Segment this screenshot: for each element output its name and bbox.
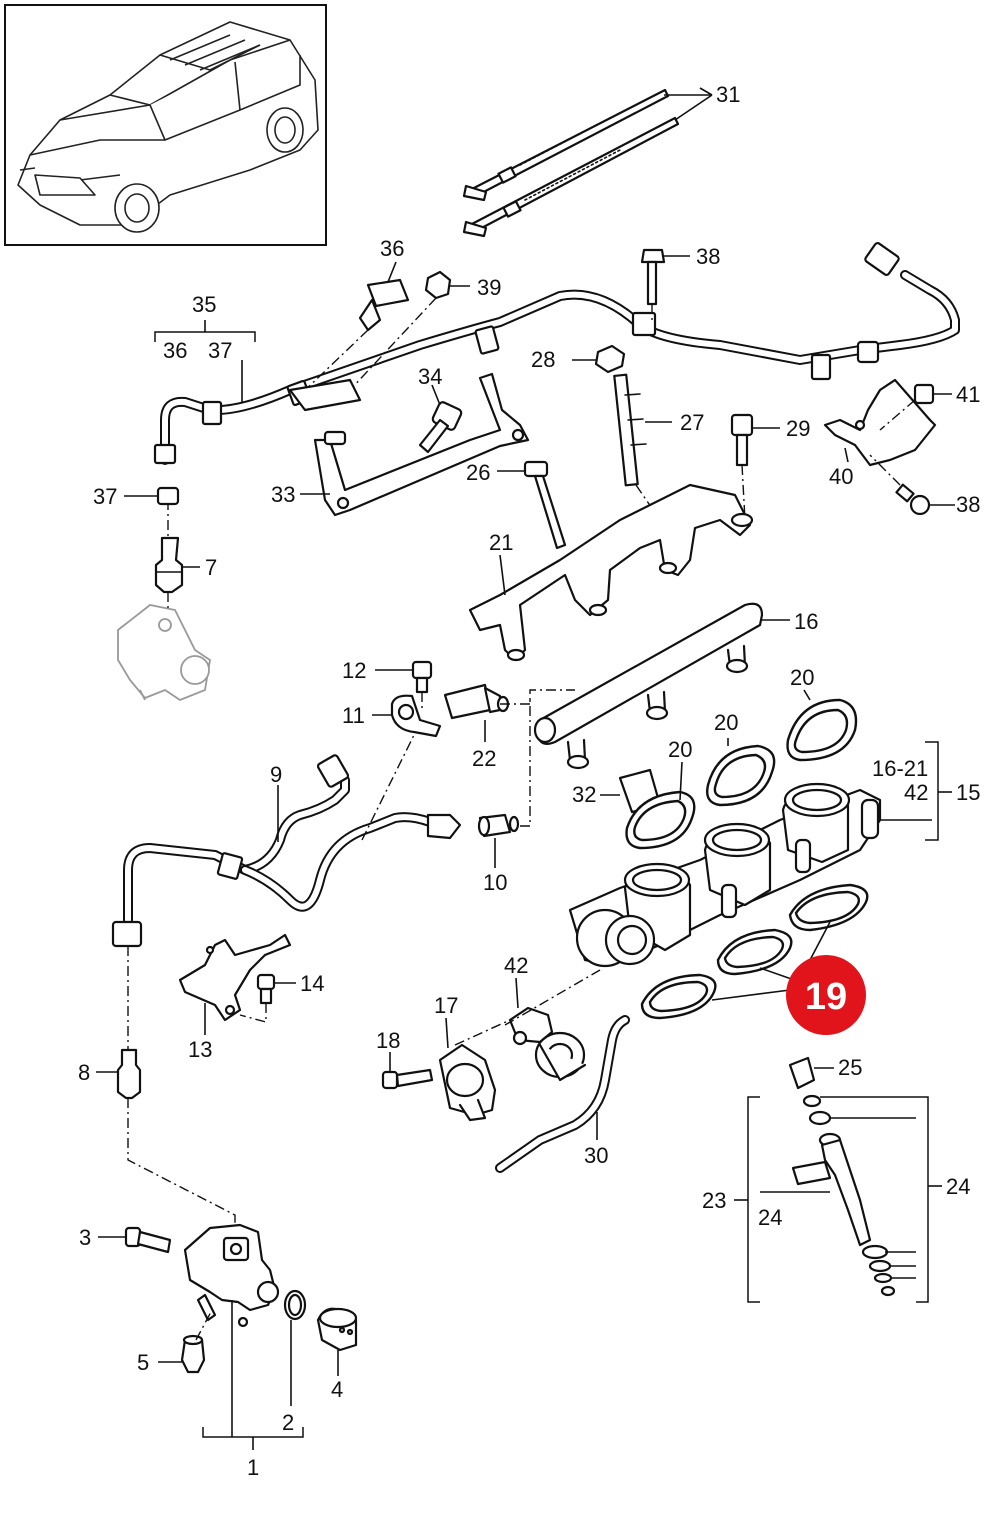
intake-manifold-15 bbox=[568, 782, 932, 968]
label-33: 33 bbox=[271, 482, 295, 507]
gaskets-20 bbox=[625, 689, 858, 850]
label-16: 16 bbox=[794, 609, 818, 634]
ghost-pump-top bbox=[117, 604, 211, 702]
label-5: 5 bbox=[137, 1350, 149, 1375]
bolt-14 bbox=[239, 973, 296, 1023]
label-42: 42 bbox=[504, 953, 528, 978]
label-38: 38 bbox=[696, 244, 720, 269]
label-20-low: 20 bbox=[668, 737, 692, 762]
label-2: 2 bbox=[282, 1410, 294, 1435]
label-38-lower: 38 bbox=[956, 492, 980, 517]
label-40: 40 bbox=[829, 464, 853, 489]
label-9: 9 bbox=[270, 762, 282, 787]
label-41: 41 bbox=[956, 382, 980, 407]
label-13: 13 bbox=[188, 1037, 212, 1062]
fitting-7 bbox=[154, 536, 200, 594]
high-pressure-pump-1 bbox=[183, 1223, 280, 1328]
fuel-hose-upper bbox=[153, 242, 960, 465]
label-36-sub: 36 bbox=[163, 338, 187, 363]
part-labels: 31 36 39 38 35 36 37 34 28 41 27 29 37 4… bbox=[78, 82, 980, 1480]
label-15: 15 bbox=[956, 780, 980, 805]
label-3: 3 bbox=[79, 1225, 91, 1250]
bolt-29 bbox=[730, 413, 780, 521]
label-32: 32 bbox=[572, 782, 596, 807]
label-34: 34 bbox=[418, 364, 442, 389]
label-23: 23 bbox=[702, 1188, 726, 1213]
sensor-17 bbox=[438, 1017, 511, 1122]
label-31: 31 bbox=[716, 82, 740, 107]
bracket-13 bbox=[178, 933, 292, 1035]
throttle-42 bbox=[504, 969, 601, 1082]
label-21: 21 bbox=[489, 530, 513, 555]
label-20-top: 20 bbox=[790, 665, 814, 690]
nut-28-stud-27 bbox=[572, 344, 672, 521]
label-30: 30 bbox=[584, 1143, 608, 1168]
gaskets-19 bbox=[640, 883, 869, 1020]
label-37-sub: 37 bbox=[208, 338, 232, 363]
label-20-mid: 20 bbox=[714, 710, 738, 735]
tappet-4 bbox=[316, 1307, 358, 1376]
label-42-group: 42 bbox=[904, 780, 928, 805]
label-17: 17 bbox=[434, 993, 458, 1018]
label-4: 4 bbox=[331, 1377, 343, 1402]
clamp-11 bbox=[372, 694, 442, 738]
label-1: 1 bbox=[247, 1455, 259, 1480]
highlight-callout-19[interactable]: 19 bbox=[786, 955, 866, 1035]
label-22: 22 bbox=[472, 746, 496, 771]
label-27: 27 bbox=[680, 410, 704, 435]
group-brackets bbox=[154, 87, 952, 1450]
callout-label: 19 bbox=[805, 976, 847, 1018]
o-ring-2 bbox=[283, 1289, 307, 1406]
label-10: 10 bbox=[483, 870, 507, 895]
bolt-34 bbox=[418, 384, 463, 454]
fuel-pipe-9 bbox=[111, 754, 462, 948]
injector-23 bbox=[791, 1094, 896, 1297]
bolt-38-lower bbox=[869, 454, 955, 516]
label-36: 36 bbox=[380, 236, 404, 261]
label-25: 25 bbox=[838, 1055, 862, 1080]
label-24-inner: 24 bbox=[758, 1205, 782, 1230]
bolt-3 bbox=[98, 1226, 172, 1254]
bolt-41 bbox=[879, 383, 952, 431]
fitting-5 bbox=[158, 1309, 213, 1374]
label-7: 7 bbox=[205, 555, 217, 580]
cable-ties-part bbox=[462, 88, 680, 238]
sensor-22 bbox=[443, 683, 510, 742]
bolt-12 bbox=[375, 660, 433, 712]
label-12: 12 bbox=[342, 658, 366, 683]
label-28: 28 bbox=[531, 347, 555, 372]
bracket-33 bbox=[288, 372, 530, 517]
injector-bracket bbox=[734, 1096, 942, 1303]
label-29: 29 bbox=[786, 416, 810, 441]
vehicle-thumbnail bbox=[4, 4, 327, 246]
label-26: 26 bbox=[466, 460, 490, 485]
label-39: 39 bbox=[477, 275, 501, 300]
label-14: 14 bbox=[300, 971, 324, 996]
bolt-26 bbox=[497, 460, 567, 550]
hose-30 bbox=[495, 1015, 630, 1173]
nut-39 bbox=[349, 270, 470, 391]
callout-circle bbox=[786, 955, 866, 1035]
label-24: 24 bbox=[946, 1174, 970, 1199]
label-18: 18 bbox=[376, 1028, 400, 1053]
fuel-rail-16 bbox=[533, 602, 790, 770]
label-35: 35 bbox=[192, 292, 216, 317]
fitting-10 bbox=[477, 813, 520, 868]
label-11: 11 bbox=[342, 703, 365, 728]
bracket-40 bbox=[823, 378, 937, 467]
bolt-18 bbox=[381, 1052, 434, 1090]
rail-bracket-21 bbox=[468, 483, 754, 662]
label-16-21: 16-21 bbox=[872, 756, 928, 781]
bolt-38-top bbox=[640, 248, 690, 320]
fitting-8 bbox=[96, 1048, 142, 1100]
cap-25 bbox=[788, 1056, 834, 1090]
pressure-sensor-36 bbox=[299, 261, 410, 396]
label-37: 37 bbox=[93, 484, 117, 509]
label-8: 8 bbox=[78, 1060, 90, 1085]
